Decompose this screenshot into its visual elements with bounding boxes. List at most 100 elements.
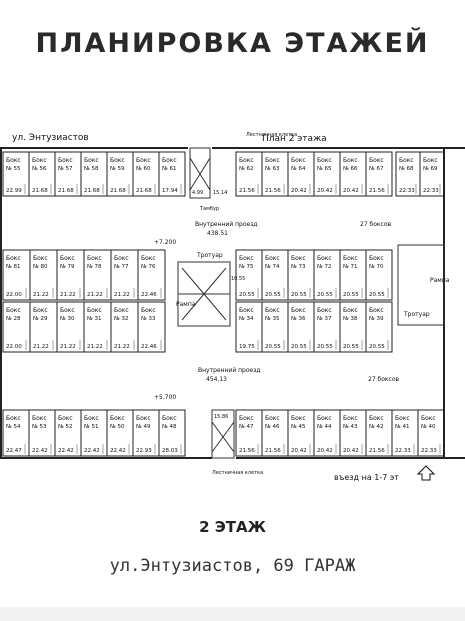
box-area: 21.22 <box>87 344 103 350</box>
box-word: Бокс <box>317 307 332 314</box>
passage-label-bottom: Внутренний проезд <box>198 367 261 374</box>
box-area: 20.42 <box>343 188 359 194</box>
box-number: № 30 <box>60 316 75 322</box>
box-word: Бокс <box>239 415 254 422</box>
box-number: № 57 <box>58 166 73 172</box>
box-area: 20.42 <box>317 448 333 454</box>
box-area: 21.56 <box>369 448 385 454</box>
box-number: № 74 <box>265 264 280 270</box>
box-number: № 42 <box>369 424 383 430</box>
box-area: 21.68 <box>32 188 48 194</box>
box-number: № 51 <box>84 424 98 430</box>
stair-label-bottom: Лестничная клетка <box>212 470 263 476</box>
box-word: Бокс <box>162 415 177 422</box>
box-word: Бокс <box>317 415 332 422</box>
box-number: № 40 <box>421 424 436 430</box>
box-word: Бокс <box>110 415 125 422</box>
box-word: Бокс <box>343 307 358 314</box>
box-word: Бокс <box>369 415 384 422</box>
box-word: Бокс <box>110 157 125 164</box>
box-word: Бокс <box>369 307 384 314</box>
box-number: № 68 <box>399 166 414 172</box>
storage-box: Бокс № 42 21.56 <box>365 409 393 457</box>
bottom-bar <box>0 607 465 621</box>
box-number: № 48 <box>162 424 177 430</box>
box-area: 21.68 <box>136 188 152 194</box>
box-word: Бокс <box>395 415 410 422</box>
box-area: 22.42 <box>110 448 126 454</box>
box-area: 20.55 <box>265 344 281 350</box>
box-outline <box>365 151 393 197</box>
box-area: 28.03 <box>162 448 178 454</box>
stair-top-value-a: 4.99 <box>192 190 203 196</box>
box-number: № 34 <box>239 316 254 322</box>
box-number: № 71 <box>343 264 357 270</box>
box-number: № 80 <box>33 264 48 270</box>
box-number: № 29 <box>33 316 48 322</box>
box-number: № 43 <box>343 424 358 430</box>
box-word: Бокс <box>58 157 73 164</box>
street-label: ул. Энтузиастов <box>12 133 89 143</box>
box-number: № 50 <box>110 424 125 430</box>
box-word: Бокс <box>6 307 21 314</box>
entrance-arrow-icon <box>416 465 436 481</box>
box-area: 19.75 <box>239 344 255 350</box>
box-number: № 61 <box>162 166 176 172</box>
box-word: Бокс <box>265 255 280 262</box>
box-number: № 41 <box>395 424 409 430</box>
box-word: Бокс <box>291 157 306 164</box>
box-area: 20.42 <box>291 448 307 454</box>
address-label: ул.Энтузиастов, 69 ГАРАЖ <box>109 556 356 576</box>
box-word: Бокс <box>6 415 21 422</box>
box-number: № 44 <box>317 424 332 430</box>
box-area: 22.42 <box>32 448 48 454</box>
box-area: 20.55 <box>239 292 255 298</box>
box-word: Бокс <box>239 255 254 262</box>
box-word: Бокс <box>114 307 129 314</box>
boxes-count-bottom: 27 боксов <box>368 376 400 383</box>
box-word: Бокс <box>32 157 47 164</box>
box-number: № 33 <box>141 316 156 322</box>
plan-label: План 2 этажа <box>262 134 327 144</box>
storage-box: Бокс № 50 22.42 <box>106 409 134 457</box>
stair-top <box>189 147 211 199</box>
box-number: № 66 <box>343 166 358 172</box>
box-outline <box>158 151 186 197</box>
box-area: 20.42 <box>317 188 333 194</box>
box-number: № 58 <box>84 166 99 172</box>
box-number: № 52 <box>58 424 72 430</box>
box-word: Бокс <box>33 255 48 262</box>
box-number: № 35 <box>265 316 280 322</box>
stair-bottom-value: 15.86 <box>214 414 228 420</box>
box-number: № 78 <box>87 264 102 270</box>
box-area: 22.46 <box>141 344 157 350</box>
box-area: 21.56 <box>265 188 281 194</box>
